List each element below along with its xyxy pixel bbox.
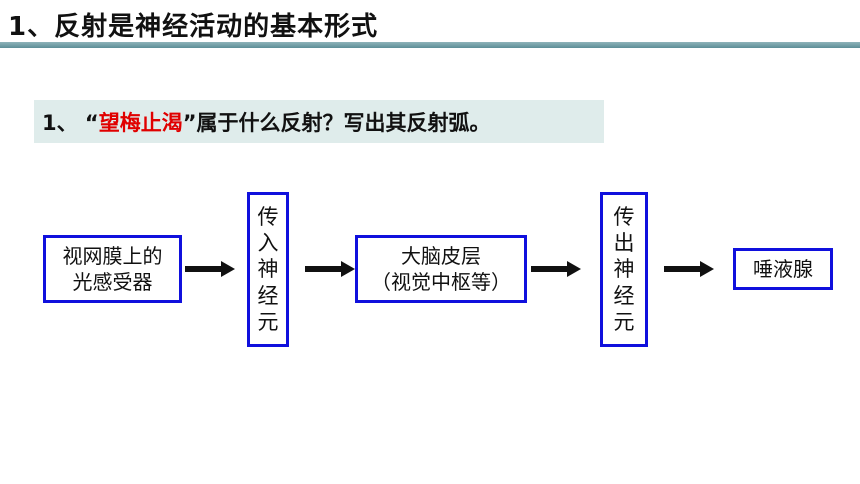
question-banner: 1、 “望梅止渴”属于什么反射？写出其反射弧。	[34, 100, 604, 143]
receptor-line-2: 光感受器	[72, 270, 153, 294]
efferent-nerve-box: 传出神经元	[600, 192, 648, 347]
vertical-char: 经	[257, 283, 279, 308]
question-prefix: 1、 “	[42, 110, 99, 135]
center-box: 大脑皮层 （视觉中枢等）	[355, 235, 527, 303]
question-highlight: 望梅止渴	[98, 110, 183, 135]
efferent-nerve-label: 传出神经元	[614, 204, 635, 335]
vertical-char: 入	[257, 231, 279, 256]
question-suffix: ”属于什么反射？写出其反射弧。	[182, 110, 491, 135]
vertical-char: 神	[257, 257, 279, 282]
afferent-nerve-box: 传入神经元	[247, 192, 289, 347]
arrow-right-icon	[531, 261, 581, 277]
center-line-2: （视觉中枢等）	[371, 270, 511, 294]
arrow-right-icon	[305, 261, 355, 277]
title-divider	[0, 42, 860, 48]
vertical-char: 传	[257, 204, 279, 229]
vertical-char: 传	[613, 204, 635, 229]
afferent-nerve-label: 传入神经元	[258, 204, 279, 335]
effector-box: 唾液腺	[733, 248, 833, 290]
arrow-right-icon	[664, 261, 714, 277]
receptor-box: 视网膜上的 光感受器	[43, 235, 182, 303]
page-title: 1、反射是神经活动的基本形式	[8, 12, 379, 42]
vertical-char: 出	[613, 231, 635, 256]
vertical-char: 神	[613, 257, 635, 282]
effector-label: 唾液腺	[753, 257, 813, 281]
arrow-right-icon	[185, 261, 235, 277]
receptor-line-1: 视网膜上的	[62, 244, 163, 268]
vertical-char: 元	[257, 309, 279, 334]
vertical-char: 经	[613, 283, 635, 308]
center-line-1: 大脑皮层	[401, 244, 481, 268]
vertical-char: 元	[613, 309, 635, 334]
